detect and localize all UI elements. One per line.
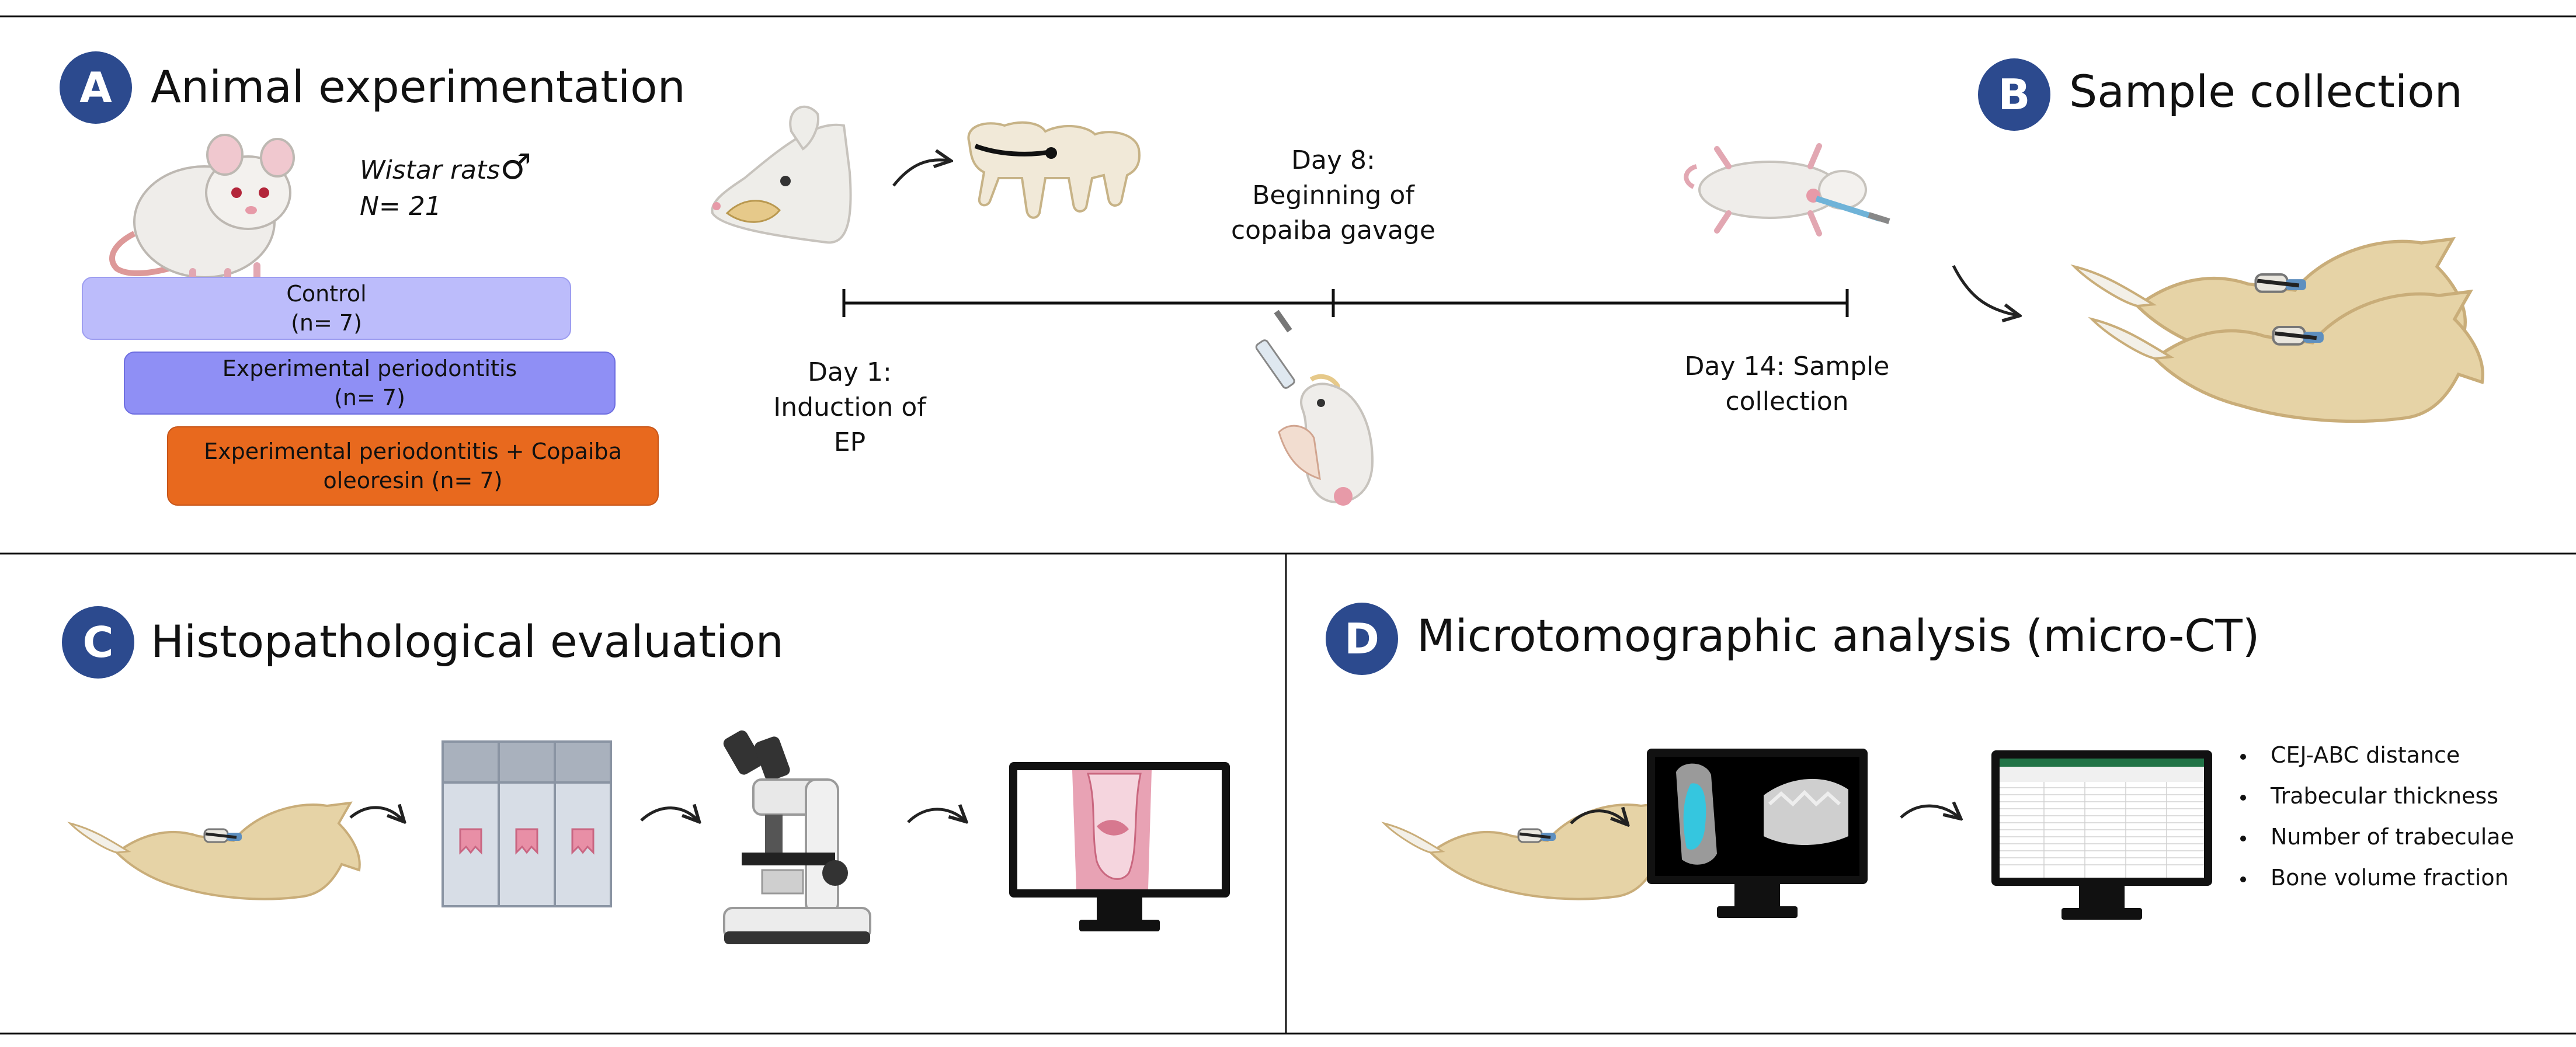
bullet-icon [2240, 835, 2246, 841]
panel-b-badge: B [1978, 58, 2050, 131]
panel-d-title: Microtomographic analysis (micro-CT) [1417, 610, 2260, 662]
sample-size-label: N= 21 [360, 192, 441, 221]
day8-line3: copaiba gavage [1230, 215, 1435, 245]
group-control-n: (n= 7) [291, 310, 362, 336]
mandible-icon [70, 803, 360, 899]
rat-head-icon [711, 105, 852, 244]
group-ep-copaiba: Experimental periodontitis + Copaiba ole… [167, 426, 659, 506]
panel-a-badge: A [60, 51, 132, 124]
outcome-item: Bone volume fraction [2240, 857, 2514, 898]
microct-outcomes-list: CEJ-ABC distance Trabecular thickness Nu… [2240, 735, 2514, 898]
male-symbol-icon: ♂ [500, 147, 531, 187]
rat-icon [109, 134, 295, 293]
outcome-item: Trabecular thickness [2240, 775, 2514, 816]
strain-label: Wistar rats [360, 155, 500, 185]
arrow-head-to-molars [892, 160, 949, 187]
outcome-bone-volume-fraction: Bone volume fraction [2271, 865, 2509, 891]
day14-line2: collection [1725, 387, 1849, 416]
slides-icon [441, 740, 612, 907]
bullet-icon [2240, 753, 2246, 760]
group-control: Control (n= 7) [82, 277, 571, 340]
outcome-cej-abc: CEJ-ABC distance [2271, 742, 2460, 768]
panel-b-title: Sample collection [2069, 65, 2463, 117]
panel-d-badge: D [1326, 603, 1398, 675]
panel-d-letter: D [1344, 614, 1379, 663]
monitor-icon [1647, 749, 1868, 918]
molars-ligature-icon [967, 121, 1141, 219]
day8-line1: Day 8: [1291, 145, 1375, 175]
arrow-jaw-to-ct-monitor [1570, 811, 1626, 823]
day8-line2: Beginning of [1252, 180, 1414, 210]
panel-c-badge: C [62, 606, 134, 679]
arrow-to-jaws [1952, 265, 2018, 315]
bullet-icon [2240, 876, 2246, 882]
outcome-trabecular-thickness: Trabecular thickness [2271, 783, 2499, 809]
timeline [842, 289, 1849, 317]
spreadsheet-icon [1991, 750, 2212, 920]
group-ep-name: Experimental periodontitis [222, 356, 517, 381]
group-control-name: Control [286, 281, 367, 307]
panel-a-letter: A [79, 63, 112, 112]
group-ep-n: (n= 7) [334, 385, 405, 411]
arrow-slides-to-microscope [640, 808, 698, 820]
outcome-item: CEJ-ABC distance [2240, 735, 2514, 775]
arrow-microscope-to-monitor [907, 809, 965, 822]
group-ep-copaiba-line2: oleoresin (n= 7) [323, 468, 503, 493]
group-ep-copaiba-line1: Experimental periodontitis + Copaiba [204, 439, 622, 464]
monitor-icon [1009, 762, 1230, 931]
microscope-icon [723, 730, 871, 944]
arrow-jaw-to-slides [349, 808, 403, 820]
panel-b-letter: B [1998, 70, 2031, 119]
outcome-number-trabeculae: Number of trabeculae [2271, 824, 2514, 850]
day8-label: Day 8: Beginning of copaiba gavage [1216, 143, 1450, 248]
day1-line1: Day 1: [808, 357, 892, 387]
day1-line3: EP [833, 427, 866, 457]
panel-a-title: Animal experimentation [151, 61, 686, 113]
animal-info: Wistar rats♂ N= 21 [360, 149, 531, 225]
day14-label: Day 14: Sample collection [1670, 349, 1904, 419]
day14-line1: Day 14: Sample [1684, 352, 1890, 381]
group-experimental-periodontitis: Experimental periodontitis (n= 7) [124, 352, 616, 415]
arrow-ct-to-spreadsheet [1900, 806, 1959, 818]
day1-line2: Induction of [773, 392, 926, 422]
panel-c-letter: C [82, 618, 114, 667]
mandible-icon [1384, 803, 1674, 899]
bullet-icon [2240, 794, 2246, 801]
rat-supine-icon [1684, 143, 1890, 236]
panel-c-title: Histopathological evaluation [151, 615, 784, 667]
outcome-item: Number of trabeculae [2240, 816, 2514, 857]
gavage-rat-icon [1255, 309, 1374, 506]
day1-label: Day 1: Induction of EP [733, 355, 967, 460]
